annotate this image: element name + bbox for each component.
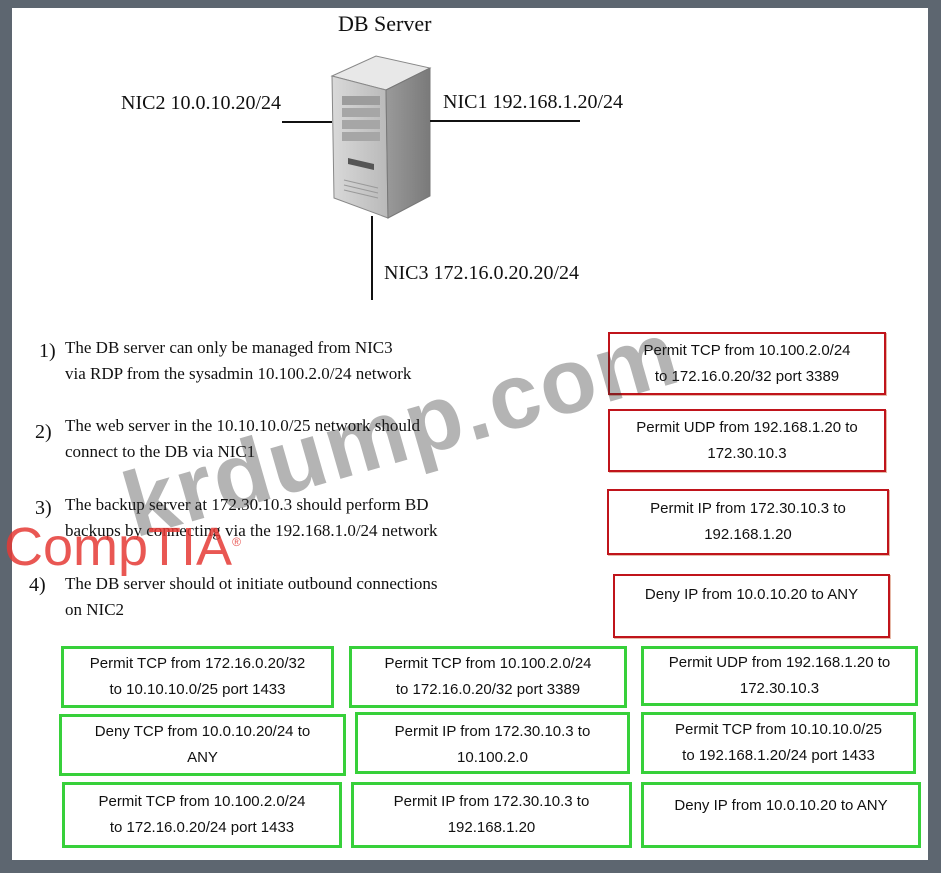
nic3-label: NIC3 172.16.0.20.20/24 (384, 262, 579, 284)
requirement-number: 2) (35, 421, 52, 443)
option-tile[interactable]: Deny IP from 10.0.10.20 to ANY (641, 782, 921, 848)
answer-slot-4[interactable]: Deny IP from 10.0.10.20 to ANY (613, 574, 890, 638)
diagram-canvas: DB Server NIC2 10.0.10.20/24 NIC1 192.16 (4, 8, 928, 860)
nic1-line (430, 120, 580, 122)
requirement-number: 3) (35, 497, 52, 519)
nic1-label: NIC1 192.168.1.20/24 (443, 91, 623, 113)
requirement-number: 4) (29, 574, 46, 596)
requirement-text: The DB server should ot initiate outboun… (65, 574, 438, 619)
requirement-text: The web server in the 10.10.10.0/25 netw… (65, 416, 421, 461)
nic2-label: NIC2 10.0.10.20/24 (121, 92, 281, 114)
diagram-title: DB Server (338, 11, 432, 36)
requirement-text: The DB server can only be managed from N… (65, 338, 412, 383)
nic3-line (371, 216, 373, 300)
server-icon (330, 55, 432, 219)
nic2-line (282, 121, 332, 123)
comptia-logo: CompTIA® (4, 517, 241, 577)
requirement-number: 1) (39, 340, 56, 362)
requirement-text: The backup server at 172.30.10.3 should … (65, 495, 438, 540)
